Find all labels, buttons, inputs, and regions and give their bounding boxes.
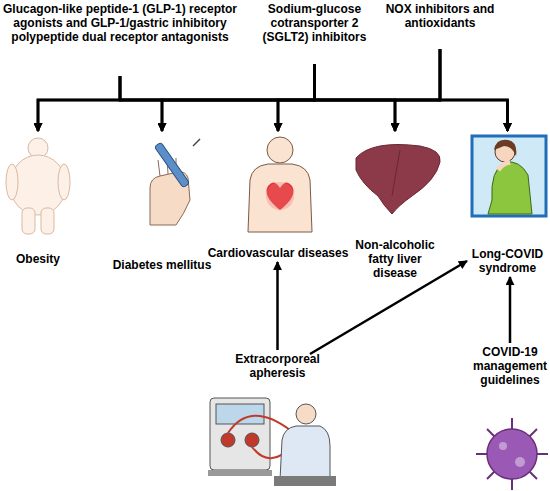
node-label: COVID-19 management guidelines xyxy=(470,345,550,387)
arrow-connector xyxy=(315,64,508,131)
diagram-node: COVID-19 management guidelines xyxy=(470,345,550,491)
node-label: Extracorporeal apheresis xyxy=(220,352,335,380)
apheresis-illustration xyxy=(208,398,336,486)
arrow-connector xyxy=(120,76,508,131)
arrow-connector xyxy=(310,261,467,354)
arrow-connector xyxy=(162,49,440,131)
virus-illustration xyxy=(476,418,548,490)
node-label: Long-COVID syndrome xyxy=(465,247,550,275)
arrow-connector xyxy=(440,49,508,131)
arrow-connector xyxy=(120,76,162,131)
obesity-illustration xyxy=(6,138,70,234)
node-label: Sodium-glucose cotransporter 2 (SGLT2) i… xyxy=(252,2,377,44)
arrow-connector xyxy=(38,64,315,131)
arrow-connector xyxy=(120,76,278,131)
arrow-connector xyxy=(276,262,279,350)
diagram-node: Cardiovascular diseases xyxy=(203,130,353,260)
node-label: Glucagon-like peptide-1 (GLP-1) receptor… xyxy=(2,2,238,44)
diagram-node: NOX inhibitors and antioxidants xyxy=(384,2,496,47)
node-label: Non-alcoholic fatty liver disease xyxy=(345,238,445,280)
coughing-person-illustration xyxy=(472,136,546,216)
arrow-connector xyxy=(38,49,440,131)
heart-torso-illustration xyxy=(248,137,312,232)
diagram-node: Obesity xyxy=(0,130,76,266)
arrow-connector xyxy=(278,64,315,131)
diagram-node: Long-COVID syndrome xyxy=(465,130,550,275)
arrow-connector xyxy=(395,49,440,131)
node-label: Diabetes mellitus xyxy=(112,258,212,272)
node-label: NOX inhibitors and antioxidants xyxy=(384,2,496,30)
diagram-node: Glucagon-like peptide-1 (GLP-1) receptor… xyxy=(2,2,238,74)
arrow-connector xyxy=(38,76,120,131)
insulin-pen-illustration xyxy=(150,139,200,225)
diagram-node: Extracorporeal apheresis xyxy=(220,352,335,490)
node-label: Obesity xyxy=(0,252,76,266)
liver-illustration xyxy=(356,145,440,215)
diagram-node: Sodium-glucose cotransporter 2 (SGLT2) i… xyxy=(252,2,377,62)
diagram-node: Non-alcoholic fatty liver disease xyxy=(345,130,445,280)
diagram-node: Diabetes mellitus xyxy=(112,130,212,272)
node-label: Cardiovascular diseases xyxy=(203,246,353,260)
arrow-connector xyxy=(509,277,512,343)
arrow-connector xyxy=(315,64,396,131)
arrow-connector xyxy=(162,64,315,131)
arrow-connector xyxy=(278,49,440,131)
arrow-connector xyxy=(120,76,395,131)
